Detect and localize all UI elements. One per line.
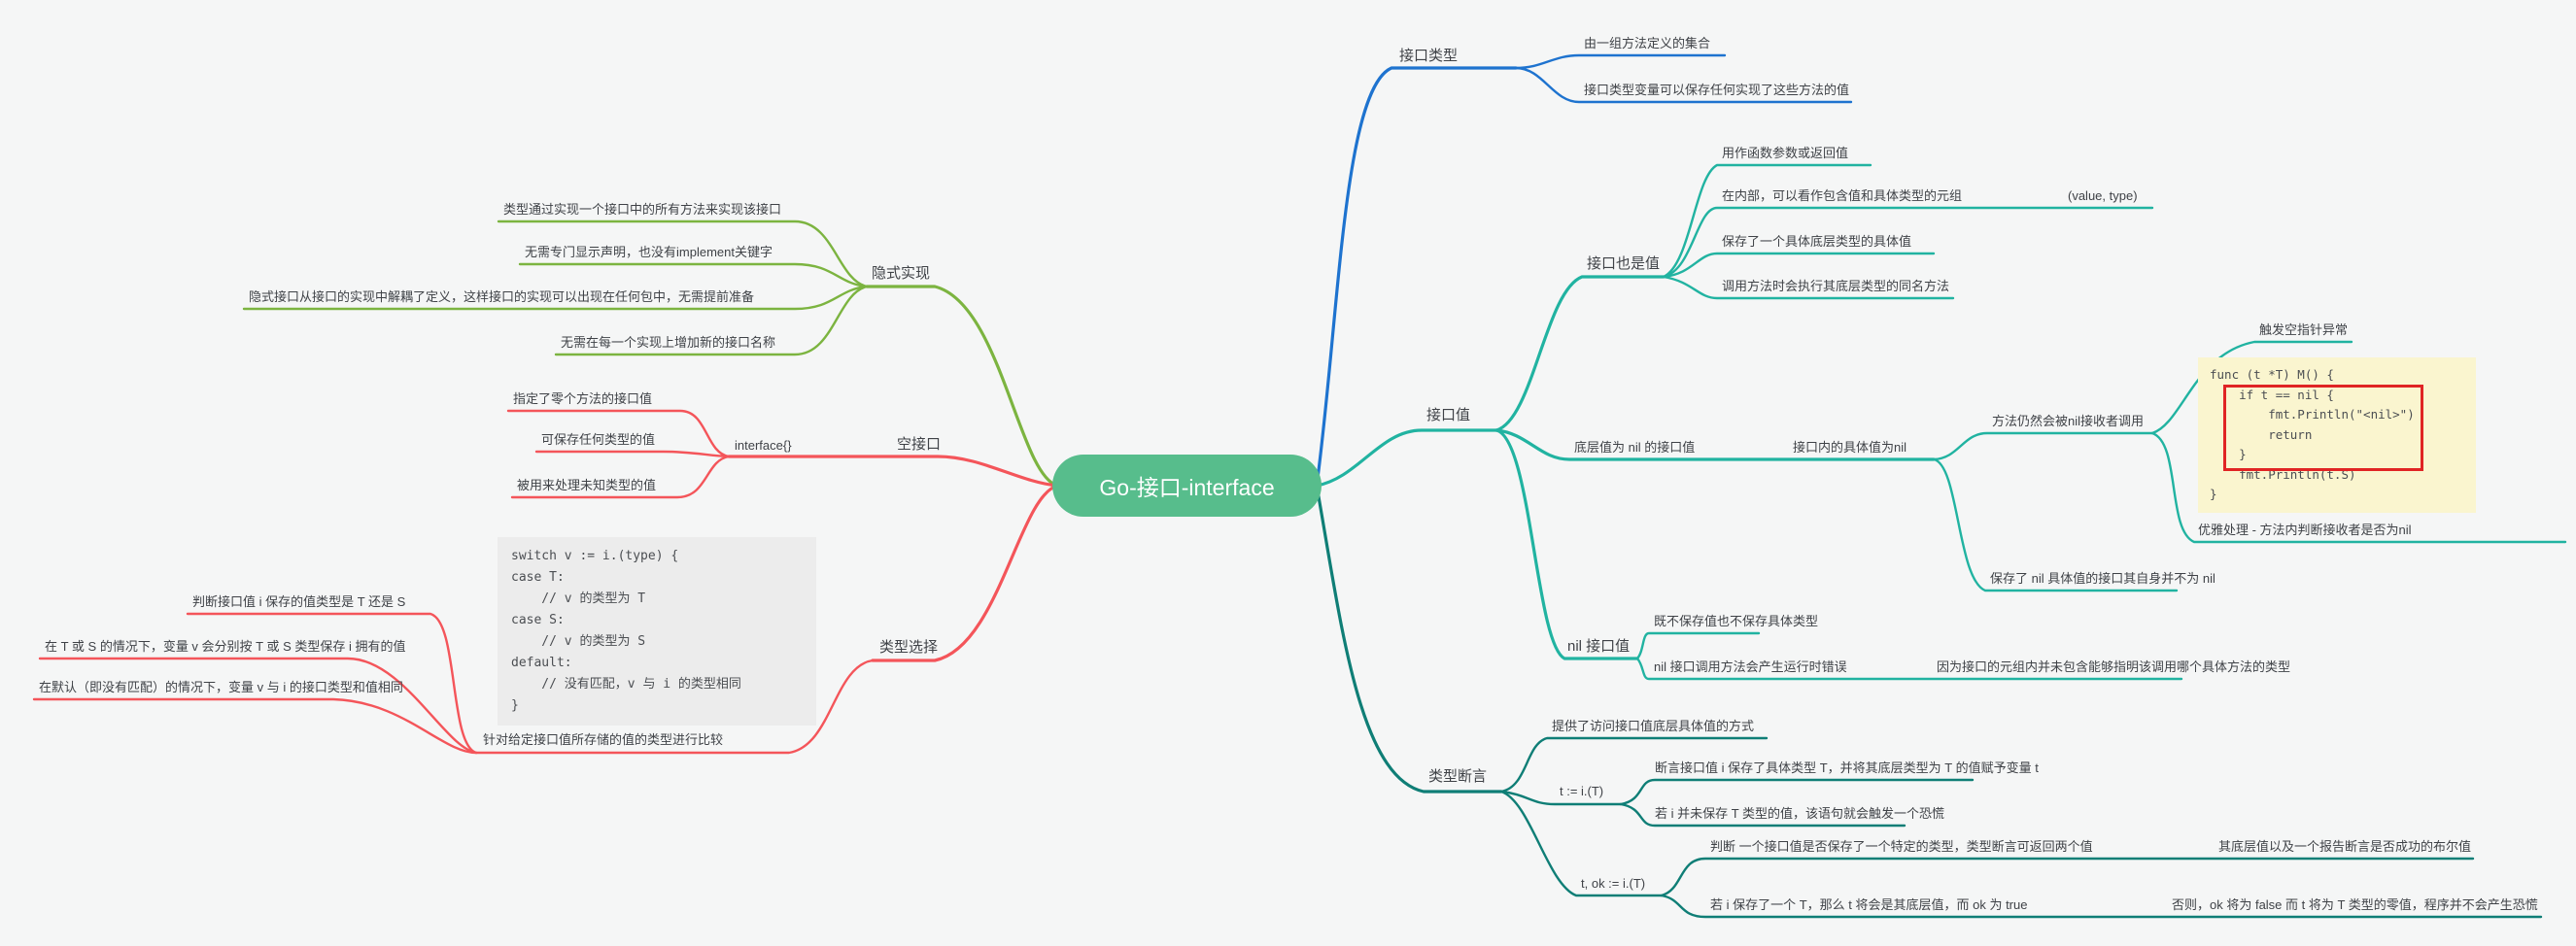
edge-root-empty — [727, 455, 1059, 488]
edge-imp-c1 — [497, 220, 869, 288]
node-judge-t-or-s[interactable]: 判断接口值 i 保存的值类型是 T 还是 S — [192, 594, 406, 609]
node-type-variable[interactable]: 接口类型变量可以保存任何实现了这些方法的值 — [1584, 83, 1850, 97]
node-method-same-name[interactable]: 调用方法时会执行其底层类型的同名方法 — [1722, 279, 1950, 293]
node-implement-all-methods[interactable]: 类型通过实现一个接口中的所有方法来实现该接口 — [503, 202, 782, 217]
edge-tok-c2 — [1660, 894, 2543, 919]
edge-type-c2 — [1514, 66, 1853, 104]
edge-assert-c1 — [1499, 736, 1769, 794]
node-case-t-or-s[interactable]: 在 T 或 S 的情况下，变量 v 会分别按 T 或 S 类型保存 i 拥有的值 — [45, 639, 406, 654]
node-interface-also-value[interactable]: 接口也是值 — [1587, 255, 1661, 272]
node-type-assertion[interactable]: 类型断言 — [1428, 768, 1488, 785]
edge-also-c3 — [1662, 252, 1936, 279]
node-interface-not-nil[interactable]: 保存了 nil 具体值的接口其自身并不为 nil — [1990, 571, 2215, 586]
node-interface-literal[interactable]: interface{} — [735, 438, 792, 453]
node-inner-value-nil[interactable]: 接口内的具体值为nil — [1793, 440, 1907, 455]
node-no-value-no-type[interactable]: 既不保存值也不保存具体类型 — [1654, 614, 1819, 628]
node-no-explicit-declaration[interactable]: 无需专门显示声明，也没有implement关键字 — [525, 245, 773, 259]
node-method-called-nil-receiver[interactable]: 方法仍然会被nil接收者调用 — [1992, 414, 2145, 428]
node-runtime-error[interactable]: nil 接口调用方法会产生运行时错误 — [1654, 659, 1847, 674]
node-type-definition[interactable]: 由一组方法定义的集合 — [1584, 36, 1711, 51]
edge-value-nilval — [1494, 428, 1639, 660]
node-no-new-interface-name[interactable]: 无需在每一个实现上增加新的接口名称 — [561, 335, 776, 350]
edge-tok-c1 — [1660, 857, 2475, 897]
node-assert-two-values[interactable]: 判断 一个接口值是否保存了一个特定的类型，类型断言可返回两个值 — [1710, 839, 2093, 854]
edge-inner-notnil — [1932, 457, 2179, 592]
edge-root-switch — [871, 484, 1059, 662]
root-node[interactable]: Go-接口-interface — [1052, 455, 1322, 517]
node-empty-interface[interactable]: 空接口 — [897, 436, 942, 453]
edge-inner-recv — [1932, 431, 2154, 461]
edge-value-also — [1494, 275, 1666, 432]
edge-imp-c4 — [554, 285, 869, 356]
nil-receiver-code-block[interactable]: func (t *T) M() { if t == nil { fmt.Prin… — [2198, 357, 2476, 513]
edge-sw-c1 — [186, 612, 478, 755]
node-hold-any-type[interactable]: 可保存任何类型的值 — [541, 432, 656, 447]
edge-switch-node — [474, 659, 875, 755]
edge-also-c1 — [1662, 163, 1872, 279]
edge-nilval-c1 — [1635, 631, 1761, 660]
edge-recv-c1 — [2150, 340, 2353, 435]
edge-root-implicit — [865, 285, 1059, 488]
edge-empty-c2 — [534, 450, 731, 458]
node-default-case[interactable]: 在默认（即没有匹配）的情况下，变量 v 与 i 的接口类型和值相同 — [39, 680, 403, 694]
node-assert-two-values-detail[interactable]: 其底层值以及一个报告断言是否成功的布尔值 — [2218, 839, 2472, 854]
type-switch-code: switch v := i.(type) { case T: // v 的类型为… — [511, 549, 741, 713]
node-compare-stored-type[interactable]: 针对给定接口值所存储的值的类型进行比较 — [483, 732, 724, 747]
node-type-switch[interactable]: 类型选择 — [879, 639, 939, 656]
edge-nilval-c2 — [1635, 657, 2183, 681]
node-runtime-error-reason[interactable]: 因为接口的元组内并未包含能够指明该调用哪个具体方法的类型 — [1937, 659, 2291, 674]
edge-imp-c2 — [518, 262, 869, 288]
node-value-type-literal[interactable]: (value, type) — [2068, 188, 2138, 203]
node-interface-value[interactable]: 接口值 — [1426, 407, 1471, 423]
node-assert-ok-syntax[interactable]: t, ok := i.(T) — [1581, 876, 1646, 891]
edge-also-c2 — [1662, 206, 2154, 279]
edge-empty-c1 — [506, 409, 731, 458]
edge-assert-tok — [1499, 790, 1664, 897]
edge-type-c1 — [1514, 53, 1727, 70]
edge-root-value — [1315, 428, 1498, 488]
node-interface-type[interactable]: 接口类型 — [1399, 48, 1459, 64]
edge-value-nilunder — [1494, 428, 1936, 461]
node-graceful-handling[interactable]: 优雅处理 - 方法内判断接收者是否为nil — [2198, 523, 2412, 537]
node-implicit-implementation[interactable]: 隐式实现 — [872, 265, 931, 282]
node-assert-ok-false[interactable]: 否则，ok 将为 false 而 t 将为 T 类型的零值，程序并不会产生恐慌 — [2172, 897, 2538, 912]
node-assert-ok-true[interactable]: 若 i 保存了一个 T，那么 t 将会是其底层值，而 ok 为 true — [1710, 897, 2028, 912]
edge-empty-c3 — [510, 455, 731, 499]
edge-also-c4 — [1662, 275, 1955, 300]
node-assert-panic[interactable]: 若 i 并未保存 T 类型的值，该语句就会触发一个恐慌 — [1655, 806, 1945, 821]
edge-sw-c2 — [38, 657, 478, 755]
edge-recv-c2 — [2150, 431, 2567, 544]
node-handle-unknown-type[interactable]: 被用来处理未知类型的值 — [517, 478, 657, 492]
edge-sw-c3 — [32, 697, 478, 755]
edge-root-type — [1315, 66, 1518, 488]
node-concrete-underlying-value[interactable]: 保存了一个具体底层类型的具体值 — [1722, 234, 1912, 249]
node-zero-methods[interactable]: 指定了零个方法的接口值 — [513, 391, 653, 406]
code-highlight-box — [2223, 385, 2423, 471]
node-assert-meaning[interactable]: 断言接口值 i 保存了具体类型 T，并将其底层类型为 T 的值赋予变量 t — [1655, 760, 2039, 775]
edge-t-c1 — [1619, 778, 1975, 806]
node-value-type-tuple[interactable]: 在内部，可以看作包含值和具体类型的元组 — [1722, 188, 1963, 203]
node-assert-syntax[interactable]: t := i.(T) — [1560, 784, 1604, 798]
node-nil-interface-value[interactable]: nil 接口值 — [1567, 638, 1631, 655]
node-null-pointer-exception[interactable]: 触发空指针异常 — [2259, 322, 2349, 337]
edge-root-assert — [1315, 484, 1503, 794]
edge-t-c2 — [1619, 802, 1906, 828]
edge-assert-t — [1499, 790, 1623, 806]
node-func-param-return[interactable]: 用作函数参数或返回值 — [1722, 146, 1849, 160]
node-nil-underlying-value[interactable]: 底层值为 nil 的接口值 — [1574, 440, 1696, 455]
node-access-underlying-value[interactable]: 提供了访问接口值底层具体值的方式 — [1552, 719, 1755, 733]
type-switch-code-block[interactable]: switch v := i.(type) { case T: // v 的类型为… — [498, 537, 816, 726]
edge-imp-c3 — [242, 285, 869, 311]
node-decouple-definition[interactable]: 隐式接口从接口的实现中解耦了定义，这样接口的实现可以出现在任何包中，无需提前准备 — [249, 289, 755, 304]
